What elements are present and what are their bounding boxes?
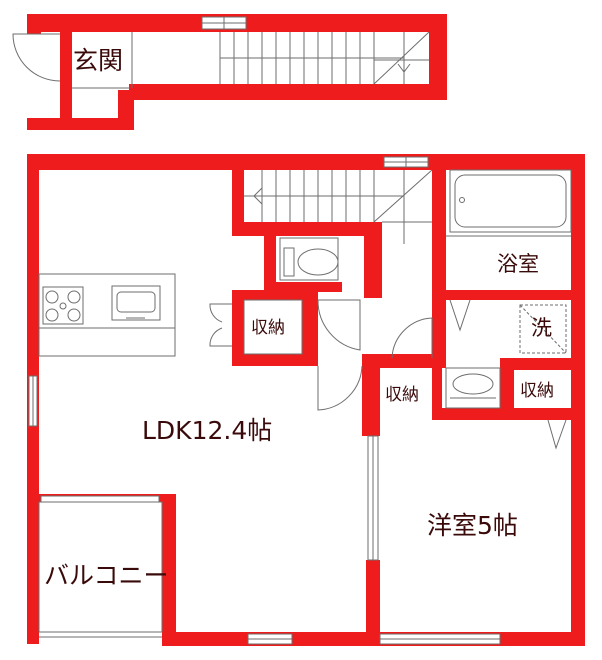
wash-basin-icon: [445, 367, 501, 409]
left-window: [28, 375, 38, 427]
sink-icon: [111, 285, 161, 321]
entrance-door: [12, 33, 61, 82]
washer-icon: [519, 304, 567, 354]
room-label-storage-center: 収納: [251, 318, 285, 338]
bathroom-door: [449, 299, 567, 450]
toilet-icon: [279, 237, 339, 281]
sliding-door: [367, 435, 379, 561]
storage-doors: [209, 299, 303, 355]
room-label-ldk: LDK12.4帖: [142, 416, 273, 445]
room-label-storage-hall: 収納: [385, 385, 419, 405]
room-label-storage-right: 収納: [520, 381, 554, 401]
hall-doors: [317, 299, 433, 411]
bathtub-icon: [446, 169, 572, 237]
room-label-bathroom: 浴室: [497, 252, 539, 276]
room-label-entrance: 玄関: [73, 46, 124, 75]
bottom-window-left: [247, 633, 293, 645]
room-label-western-room: 洋室5帖: [427, 511, 518, 540]
bottom-window-right: [379, 633, 501, 645]
washer-symbol: 洗: [531, 316, 552, 340]
room-label-balcony: バルコニー: [44, 561, 169, 590]
balcony-outline: [38, 495, 163, 638]
main-stairs: [244, 169, 433, 244]
upper-level: [12, 14, 447, 130]
stove-icon: [42, 286, 84, 325]
upper-window: [201, 16, 247, 30]
kitchen-counter: [38, 273, 176, 357]
main-level: [27, 154, 585, 646]
top-window: [383, 156, 429, 168]
upper-stairs: [219, 31, 430, 85]
